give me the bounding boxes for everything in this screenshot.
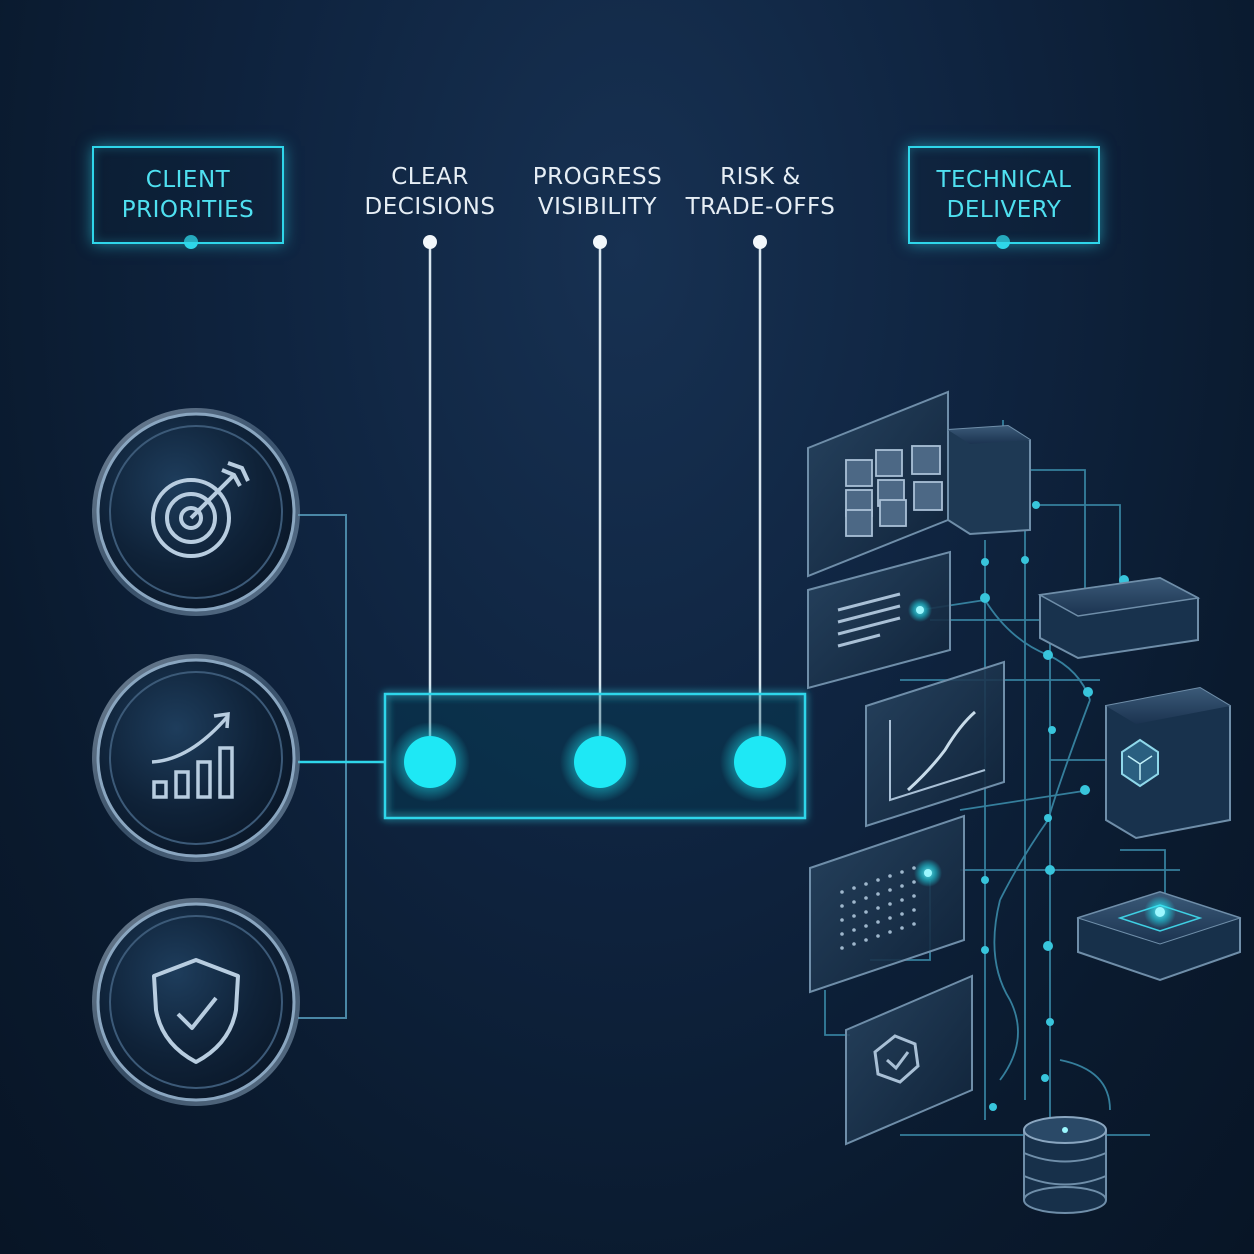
security-panel [845,974,973,1146]
grid-dot [852,886,856,890]
target-icon [92,408,300,616]
document-panel [807,550,951,690]
analytics-panel [865,660,1005,828]
client-priorities-line1: CLIENT [145,167,231,193]
technical-delivery-line2: DELIVERY [946,197,1062,223]
clear-decisions-line2: DECISIONS [364,194,496,220]
hub-node-risk-tradeoffs [734,736,786,788]
client-priorities-box: CLIENT PRIORITIES [92,146,284,244]
cube-module [1105,686,1231,840]
progress-visibility-line2: VISIBILITY [537,194,658,220]
shield-check-icon [92,898,300,1106]
grid-dot [840,932,844,936]
grid-dot [876,934,880,938]
grid-dot [912,908,916,912]
grid-dot [864,882,868,886]
grid-dot [864,938,868,942]
progress-visibility-label: PROGRESS VISIBILITY [515,162,680,222]
cubes-panel [807,390,949,578]
grid-dot [840,890,844,894]
chip-module [1076,890,1242,982]
grid-dot [864,896,868,900]
grid-dot [888,888,892,892]
hub-node-progress-visibility [574,736,626,788]
clear-decisions-label: CLEAR DECISIONS [350,162,510,222]
grid-dot [852,942,856,946]
risk-tradeoffs-dot [753,235,767,249]
growth-chart-icon [92,654,300,862]
grid-dot [840,918,844,922]
grid-dot [888,930,892,934]
grid-dot [864,910,868,914]
grid-dot [852,914,856,918]
client-priorities-line2: PRIORITIES [121,197,255,223]
hub-node-clear-decisions [404,736,456,788]
grid-dot [876,878,880,882]
grid-dot [900,898,904,902]
grid-dot [888,902,892,906]
grid-dot [876,892,880,896]
grid-dot [864,924,868,928]
left-bracket [298,514,385,1019]
decision-hub [383,692,866,820]
grid-dot [900,870,904,874]
grid-dot [840,946,844,950]
server-block [947,424,1031,536]
dot-grid-panel [809,814,965,994]
grid-dot [876,920,880,924]
grid-dot [888,874,892,878]
clear-decisions-dot [423,235,437,249]
module-box-top [1037,576,1201,660]
clear-decisions-line1: CLEAR [391,164,469,190]
grid-dot [876,906,880,910]
risk-tradeoffs-label: RISK & TRADE-OFFS [678,162,843,222]
risk-tradeoffs-line1: RISK & [720,164,801,190]
grid-dot [900,884,904,888]
technical-delivery-box: TECHNICAL DELIVERY [908,146,1100,244]
progress-visibility-line1: PROGRESS [532,164,663,190]
progress-visibility-dot [593,235,607,249]
grid-dot [912,922,916,926]
grid-dot [852,900,856,904]
grid-dot [912,894,916,898]
grid-dot [912,880,916,884]
grid-dot [900,912,904,916]
grid-dot [840,904,844,908]
database-icon [1023,1116,1107,1214]
top-connectors [184,235,1010,740]
grid-dot [888,916,892,920]
grid-dot [852,928,856,932]
technical-delivery-line1: TECHNICAL [936,167,1072,193]
grid-dot [900,926,904,930]
risk-tradeoffs-line2: TRADE-OFFS [685,194,836,220]
